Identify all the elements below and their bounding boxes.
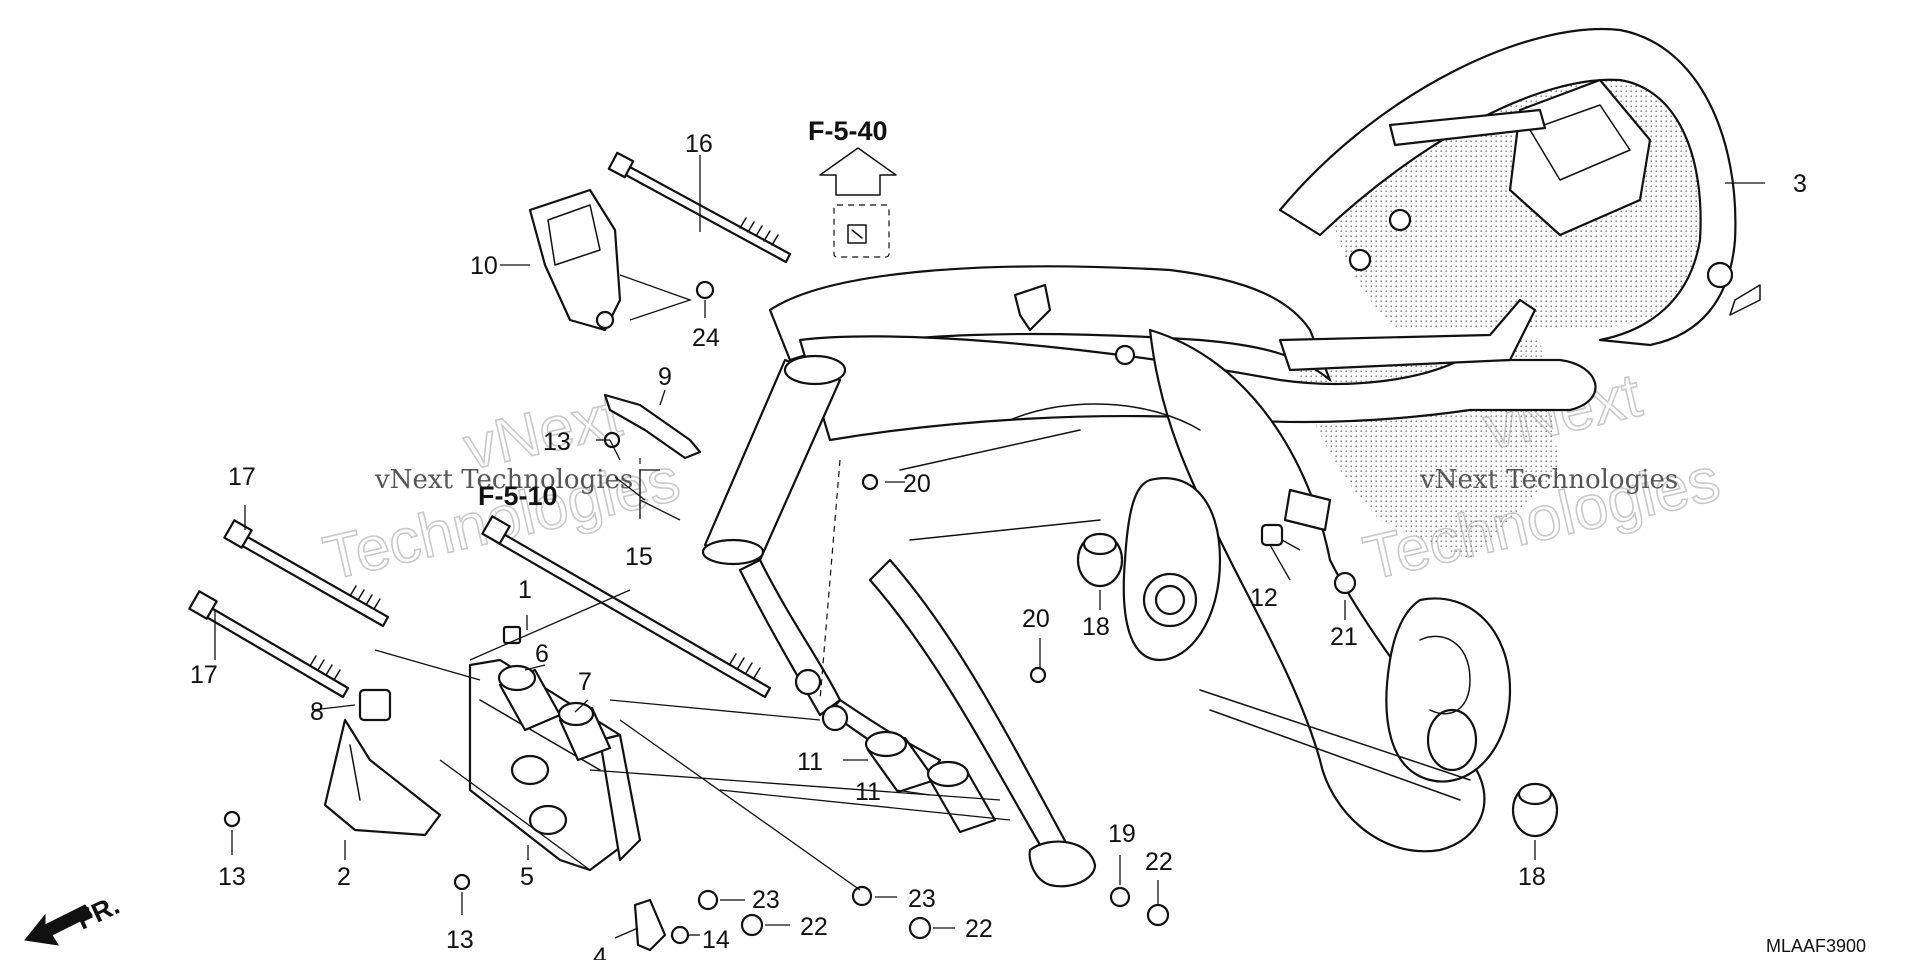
callout-20-upper: 20 (903, 470, 931, 498)
bolt-15-part (481, 515, 772, 699)
callout-13-bottom: 13 (446, 926, 474, 954)
rubber-1-part (502, 625, 522, 645)
front-label: FR. (72, 890, 124, 936)
bracket-2-part (323, 718, 442, 837)
callout-11-lower: 11 (855, 778, 881, 806)
callout-21: 21 (1330, 623, 1358, 651)
callout-23-right: 23 (908, 885, 936, 913)
grommet-18-lower-part (1511, 782, 1559, 838)
callout-15: 15 (625, 543, 653, 571)
callout-16: 16 (685, 130, 713, 158)
callout-10: 10 (470, 252, 498, 280)
small-fasteners (223, 280, 1357, 945)
bolt-17-lower-part (188, 590, 350, 699)
bracket-10-part (528, 188, 622, 332)
watermark-small-text: vNext Technologies (374, 465, 633, 495)
callout-1: 1 (518, 576, 532, 604)
leader-lines (214, 155, 1765, 939)
main-frame-part (701, 28, 1761, 888)
callout-22-right: 22 (1145, 848, 1173, 876)
callout-6: 6 (535, 640, 549, 668)
callout-9: 9 (658, 363, 672, 391)
callout-20-lower: 20 (1022, 605, 1050, 633)
collar-11-lower-part (926, 760, 997, 834)
callout-22-left: 22 (800, 913, 828, 941)
callout-22-middle: 22 (965, 915, 993, 943)
callout-17-lower: 17 (190, 661, 218, 689)
callout-5: 5 (520, 863, 534, 891)
collar-8-part (358, 688, 392, 722)
callout-18-lower: 18 (1518, 863, 1546, 891)
callout-2: 2 (337, 863, 351, 891)
diagram-code: MLAAF3900 (1766, 936, 1866, 956)
callout-4: 4 (593, 943, 607, 960)
reference-label-upper[interactable]: F-5-40 (808, 116, 888, 146)
callout-13-top: 13 (543, 428, 571, 456)
bracket-9-part (603, 393, 702, 460)
reference-label-lower[interactable]: F-5-10 (478, 481, 558, 511)
callout-14: 14 (702, 926, 730, 954)
callout-23-left: 23 (752, 886, 780, 914)
front-arrow-icon (24, 904, 93, 946)
callout-3: 3 (1793, 170, 1807, 198)
bracket-4-part (633, 898, 667, 952)
callout-17-upper: 17 (228, 463, 256, 491)
front-direction-indicator: FR. (24, 890, 124, 946)
collar-6-part (497, 664, 562, 732)
callout-12: 12 (1250, 584, 1278, 612)
callout-18-upper: 18 (1082, 613, 1110, 641)
callout-19: 19 (1108, 820, 1136, 848)
reference-upper (819, 147, 897, 258)
callout-labels: 1 2 3 4 5 6 7 8 9 10 11 11 12 13 13 13 1… (190, 130, 1807, 960)
callout-11-upper: 11 (797, 748, 823, 776)
callout-7: 7 (578, 668, 592, 696)
bolt-16-part (607, 151, 792, 264)
grommet-18-upper-part (1076, 532, 1124, 588)
hanger-plate-5-part (468, 658, 642, 872)
callout-13-left: 13 (218, 863, 246, 891)
callout-24: 24 (692, 324, 720, 352)
callout-8: 8 (310, 698, 324, 726)
collar-7-part (557, 701, 612, 762)
